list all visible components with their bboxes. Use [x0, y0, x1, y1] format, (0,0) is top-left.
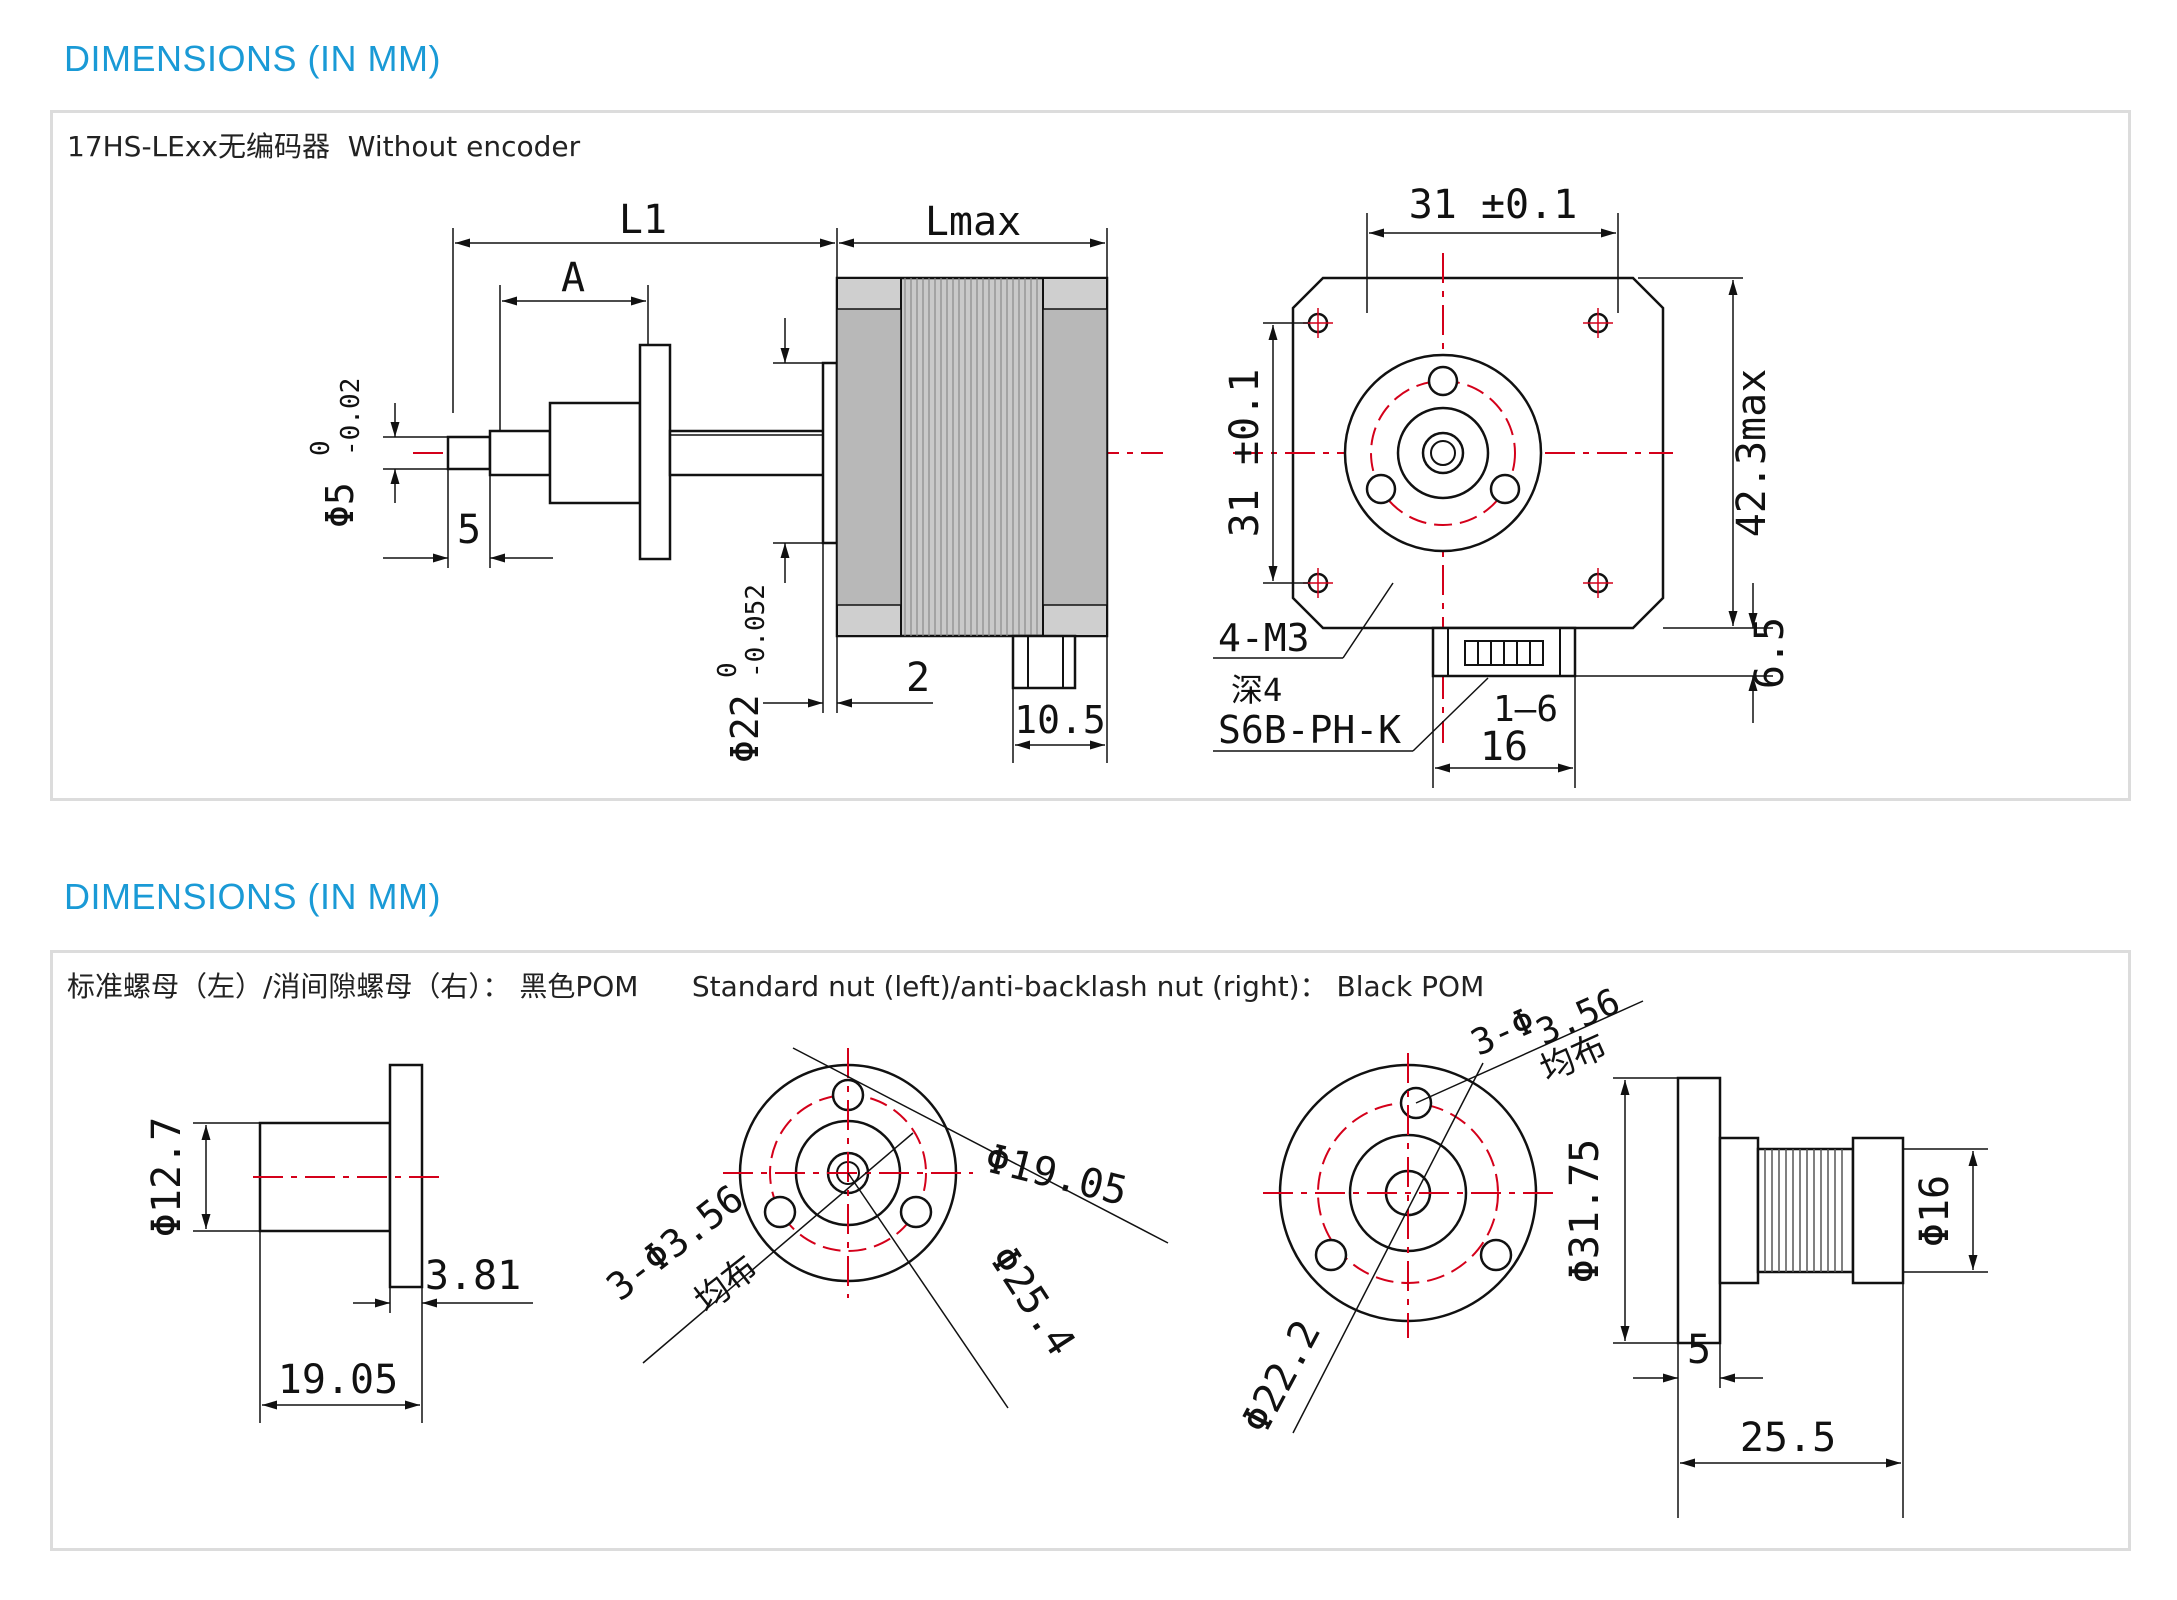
dim-phi22-tol-upper: 0: [713, 662, 743, 678]
section1-panel: 17HS-LExx无编码器 Without encoder: [50, 110, 2131, 801]
dim-5-nut-label: 5: [1687, 1327, 1711, 1373]
ab-nut-body: [1718, 1136, 1760, 1285]
dim-5-label: 5: [457, 507, 481, 553]
dim-6-5-label: 6.5: [1747, 617, 1793, 689]
dim-phi5-tol-upper: 0: [306, 440, 336, 456]
cap-inner-left: [836, 308, 902, 606]
dim-381-label: 3.81: [425, 1253, 521, 1299]
section2-heading: DIMENSIONS (IN MM): [64, 876, 441, 917]
ab-nut-spring: [1756, 1147, 1855, 1274]
dim-42-3-label: 42.3max: [1729, 369, 1775, 538]
ab-nut-hole-right: [1479, 1238, 1513, 1272]
dim-phi22-label: Φ22: [723, 694, 767, 763]
label-pins: 1—6: [1493, 689, 1558, 730]
dim-phi16-label: Φ16: [1912, 1175, 1958, 1247]
dim-phi3175-label: Φ31.75: [1562, 1139, 1608, 1284]
dim-phi222-label: Φ22.2: [1233, 1313, 1330, 1441]
dim-2-label: 2: [906, 655, 930, 701]
dim-31-top-label: 31 ±0.1: [1409, 182, 1578, 228]
dim-31-side-label: 31 ±0.1: [1222, 369, 1268, 538]
nut-barrel: [488, 429, 552, 477]
section2-caption: 标准螺母（左）/消间隙螺母（右）： 黑色POM Standard nut (le…: [67, 970, 1485, 1003]
cap-inner-right: [1042, 308, 1108, 606]
dim-lmax-label: Lmax: [925, 199, 1021, 245]
motor-boss: [821, 361, 839, 545]
nut-body: [548, 401, 642, 505]
nut-drawing: Φ12.7 3.81 19.05 Φ19.05 Φ25.4 3-Φ3.56 均布: [144, 981, 1988, 1518]
shaft-tip: [446, 435, 492, 471]
ab-nut-flange: [1676, 1076, 1722, 1345]
ab-nut-end: [1851, 1136, 1905, 1285]
section1-heading: DIMENSIONS (IN MM): [64, 38, 441, 79]
label-connector: S6B-PH-K: [1218, 708, 1401, 752]
dim-phi127-label: Φ12.7: [144, 1117, 190, 1237]
std-nut-hole-left: [763, 1195, 797, 1229]
ab-nut-hole-left: [1314, 1238, 1348, 1272]
dim-phi1905-label: Φ19.05: [980, 1136, 1131, 1216]
nut-flange: [638, 343, 672, 561]
std-nut-hole-right: [899, 1195, 933, 1229]
dim-l1-label: L1: [619, 197, 667, 243]
dim-255-label: 25.5: [1740, 1415, 1836, 1461]
side-connector: [1011, 634, 1077, 690]
dim-1905-label: 19.05: [278, 1357, 398, 1403]
label-depth: 深4: [1231, 671, 1282, 709]
label-even-left: 均布: [687, 1248, 765, 1321]
dim-phi254-label: Φ25.4: [980, 1238, 1084, 1364]
spring-coils: [1764, 1149, 1843, 1272]
dim-phi5-tol-lower: -0.02: [336, 378, 366, 456]
dim-phi22-tol-lower: -0.052: [741, 584, 771, 678]
nut-hole-right: [1489, 473, 1521, 505]
section2-panel: 标准螺母（左）/消间隙螺母（右）： 黑色POM Standard nut (le…: [50, 950, 2131, 1551]
dim-10-5-label: 10.5: [1014, 698, 1106, 742]
label-holes-right-a: 3-Φ: [1465, 1001, 1541, 1065]
label-4-m3: 4-M3: [1218, 616, 1310, 660]
dim-16-label: 16: [1480, 724, 1528, 770]
stator-ribs: [904, 278, 1038, 636]
nut-hole-top: [1427, 365, 1459, 397]
nut-hole-left: [1365, 473, 1397, 505]
dim-a-label: A: [561, 255, 585, 301]
section1-caption: 17HS-LExx无编码器 Without encoder: [67, 130, 581, 163]
motor-drawing: L1 Lmax A Φ5 0 -0.02 5 Φ22 0 -0.052: [306, 182, 1793, 788]
dim-phi5-label: Φ5: [318, 482, 362, 528]
